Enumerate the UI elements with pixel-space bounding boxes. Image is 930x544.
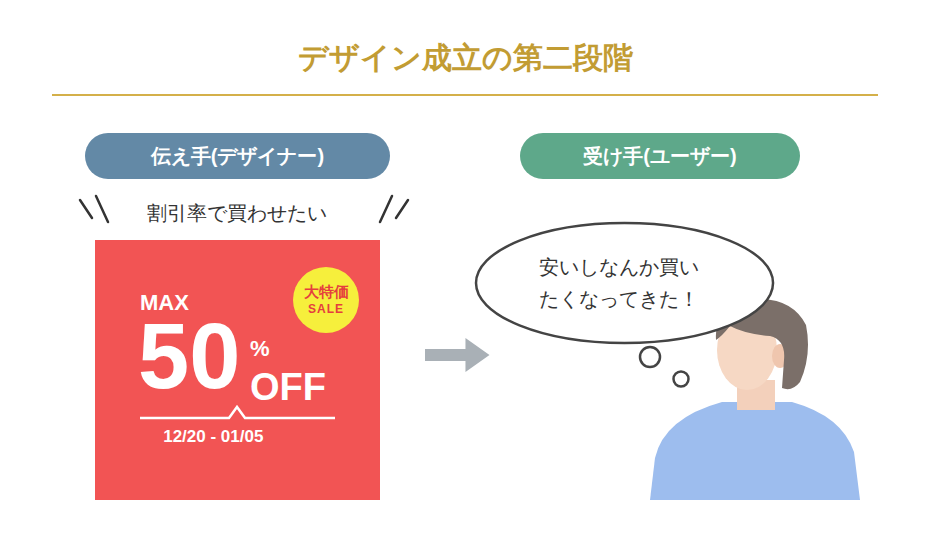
title-rule [52,94,878,96]
thought-text: 安いしなんか買いたくなってきた！ [539,251,711,315]
intent-label: 割引率で買わせたい [87,200,387,227]
discount-number: 50 [138,310,240,402]
receiver-pill: 受け手(ユーザー) [520,133,800,179]
off-text: OFF [250,368,326,406]
thought-dots [640,347,689,387]
sale-badge: 大特価SALE [293,267,359,333]
percent-sign: % [250,338,270,360]
diagram-title: デザイン成立の第二段階 [0,38,930,79]
role-label: 伝え手(デザイナー) [151,143,324,170]
role-label: 受け手(ユーザー) [583,143,736,170]
sale-banner: MAX50%OFF12/20 - 01/05大特価SALE [95,240,380,500]
sender-pill: 伝え手(デザイナー) [85,133,390,179]
badge-text: SALE [308,302,344,318]
flow-arrow [425,338,489,372]
badge-text: 大特価 [304,282,349,302]
date-range: 12/20 - 01/05 [95,428,332,445]
bubble-outline [474,221,775,345]
thought-bubble: 安いしなんか買いたくなってきた！ [474,221,775,345]
